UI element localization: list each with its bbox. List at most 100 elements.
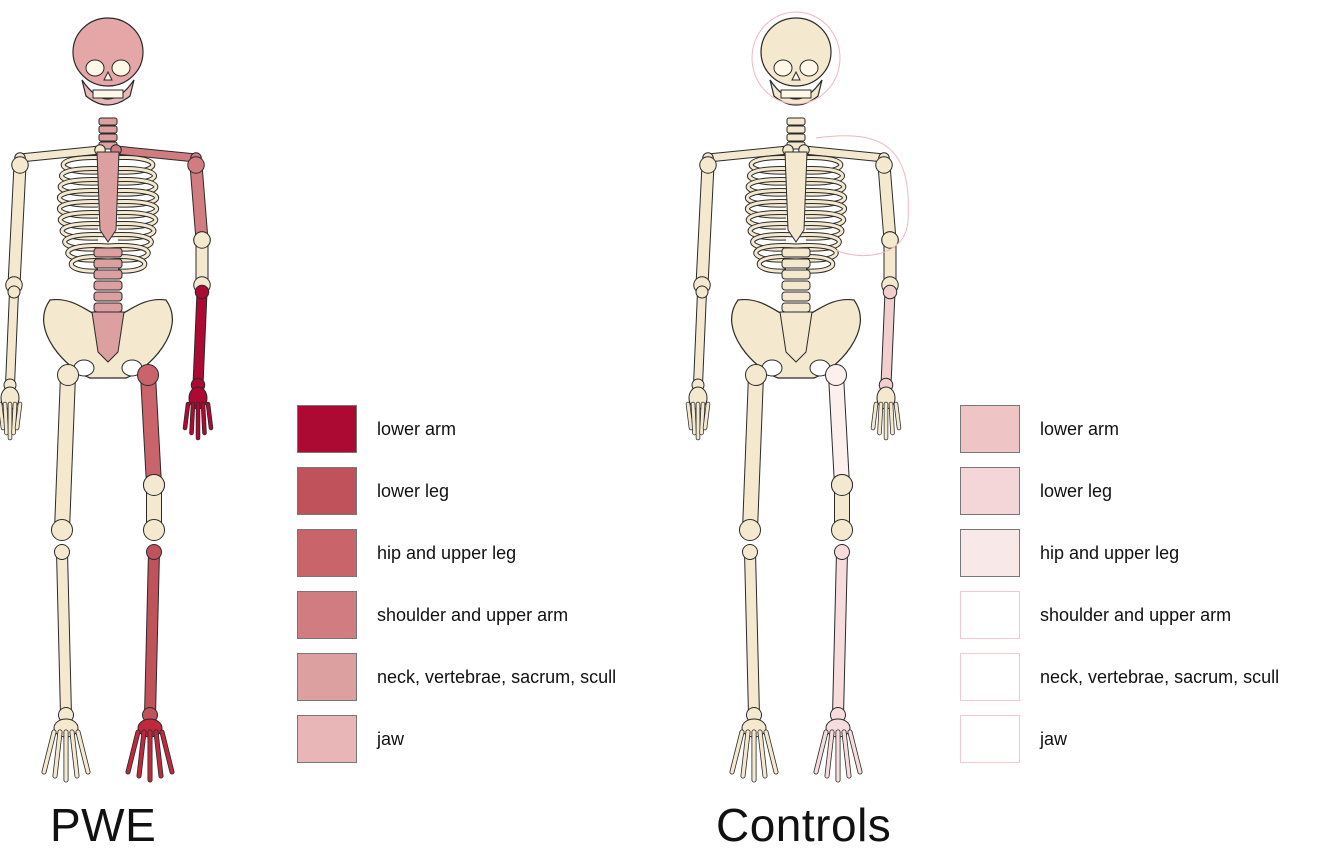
legend-label: lower arm xyxy=(1040,419,1119,440)
legend-item: neck, vertebrae, sacrum, scull xyxy=(297,653,677,703)
femur-right-joint-bottom xyxy=(740,520,761,541)
foot-right-toe xyxy=(732,732,742,772)
controls-panel: lower arm lower leg hip and upper leg shoul… xyxy=(668,0,1335,849)
cervical-vertebra xyxy=(787,134,805,141)
femur-right-joint-bottom xyxy=(52,520,73,541)
femur-left-lower-joint-top xyxy=(832,475,853,496)
hand-left-finger xyxy=(880,404,882,433)
humerus-left-upper xyxy=(196,165,202,240)
teeth xyxy=(781,90,811,98)
humerus-right xyxy=(14,165,20,285)
legend-swatch xyxy=(297,591,357,639)
femur-right xyxy=(62,375,68,530)
femur-left-upper xyxy=(148,375,154,485)
legend-item: hip and upper leg xyxy=(297,529,677,579)
legend-swatch xyxy=(960,715,1020,763)
legend-label: shoulder and upper arm xyxy=(1040,605,1231,626)
eye-socket-right xyxy=(112,60,130,76)
femur-right-joint-top xyxy=(58,365,79,386)
lumbar-vertebra xyxy=(94,259,122,268)
lumbar-vertebra xyxy=(94,270,122,279)
legend-item: hip and upper leg xyxy=(960,529,1335,579)
legend-item: jaw xyxy=(297,715,677,765)
legend-swatch xyxy=(960,653,1020,701)
tibia-left xyxy=(150,552,154,715)
eye-socket-left xyxy=(774,60,792,76)
femur-left-upper-joint-top xyxy=(826,365,847,386)
tibia-left xyxy=(838,552,842,715)
sternum xyxy=(97,152,119,242)
legend-item: lower arm xyxy=(960,405,1335,455)
hand-right-finger xyxy=(693,404,695,433)
pwe-panel: lower armlower leghip and upper legshoul… xyxy=(0,0,667,849)
tibia-left-joint-top xyxy=(147,545,162,560)
eye-socket-left xyxy=(86,60,104,76)
legend-item: jaw xyxy=(960,715,1335,765)
legend-label: lower leg xyxy=(1040,481,1112,502)
legend-label: hip and upper leg xyxy=(377,543,516,564)
femur-left-lower-joint-top xyxy=(144,475,165,496)
legend-item: shoulder and upper arm xyxy=(960,591,1335,641)
hand-left-finger xyxy=(192,404,194,433)
legend-item: lower leg xyxy=(297,467,677,517)
legend-item: neck, vertebrae, sacrum, scull xyxy=(960,653,1335,703)
lumbar-vertebra xyxy=(782,259,810,268)
foot-left-toe xyxy=(850,732,860,772)
lumbar-vertebra xyxy=(782,292,810,301)
cervical-vertebra xyxy=(99,118,117,125)
legend-swatch xyxy=(297,405,357,453)
forearm-left-joint-top xyxy=(195,285,209,299)
legend-swatch xyxy=(297,529,357,577)
teeth xyxy=(93,90,123,98)
tibia-right xyxy=(62,552,66,715)
forearm-left xyxy=(886,292,890,385)
tibia-right xyxy=(750,552,754,715)
cervical-vertebra xyxy=(99,134,117,141)
legend-label: jaw xyxy=(377,729,404,750)
femur-left-upper xyxy=(836,375,842,485)
forearm-right-joint-top xyxy=(8,286,20,298)
hand-right-finger xyxy=(5,404,7,433)
lumbar-vertebra xyxy=(94,292,122,301)
legend-item: shoulder and upper arm xyxy=(297,591,677,641)
legend-item: lower arm xyxy=(297,405,677,455)
legend-swatch xyxy=(297,715,357,763)
forearm-left-joint-top xyxy=(883,285,897,299)
legend-label: jaw xyxy=(1040,729,1067,750)
eye-socket-right xyxy=(800,60,818,76)
cervical-vertebra xyxy=(787,126,805,133)
foot-right-toe xyxy=(44,732,54,772)
femur-right xyxy=(750,375,756,530)
forearm-right-joint-top xyxy=(696,286,708,298)
humerus-right-joint-top xyxy=(12,157,29,174)
humerus-left-lower-joint-top xyxy=(194,232,211,249)
legend-swatch xyxy=(960,591,1020,639)
humerus-left-upper xyxy=(884,165,890,240)
pwe-caption: PWE xyxy=(50,798,156,852)
foot-left-toe xyxy=(128,732,138,772)
lumbar-vertebra xyxy=(782,270,810,279)
legend-label: neck, vertebrae, sacrum, scull xyxy=(377,667,616,688)
lumbar-vertebra xyxy=(782,248,810,257)
femur-left-upper-joint-top xyxy=(138,365,159,386)
forearm-right xyxy=(698,292,702,385)
lumbar-vertebra xyxy=(782,303,810,312)
lumbar-vertebra xyxy=(94,281,122,290)
legend-swatch xyxy=(960,529,1020,577)
forearm-right xyxy=(10,292,14,385)
foot-left-toe xyxy=(162,732,172,772)
legend-item: lower leg xyxy=(960,467,1335,517)
humerus-left-upper-joint-top xyxy=(876,157,893,174)
femur-right-joint-top xyxy=(746,365,767,386)
cervical-vertebra xyxy=(99,126,117,133)
sternum xyxy=(785,152,807,242)
legend-label: lower arm xyxy=(377,419,456,440)
legend-label: shoulder and upper arm xyxy=(377,605,568,626)
hand-left-finger xyxy=(203,404,205,433)
foot-left-toe xyxy=(816,732,826,772)
forearm-left xyxy=(198,292,202,385)
hand-right-finger xyxy=(702,404,704,433)
lumbar-vertebra xyxy=(94,248,122,257)
legend-swatch xyxy=(960,467,1020,515)
legend-swatch xyxy=(960,405,1020,453)
